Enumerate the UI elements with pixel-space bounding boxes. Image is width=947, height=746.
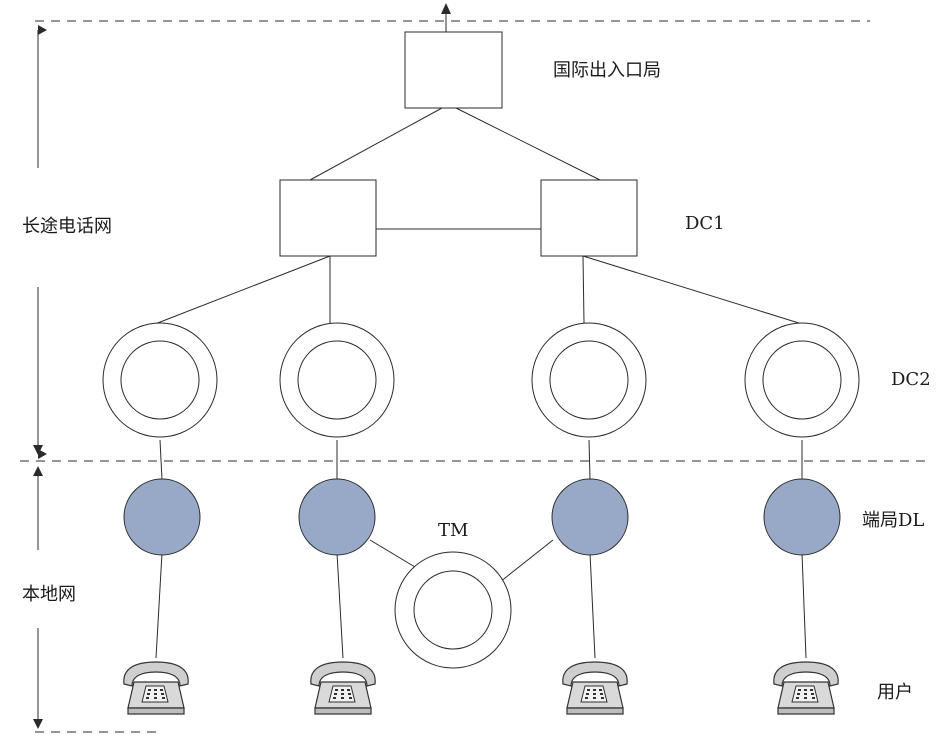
arrowhead-up-icon	[441, 3, 451, 14]
arrowhead-down-icon	[33, 719, 43, 729]
user-label: 用户	[877, 682, 913, 703]
end-office-node-2	[298, 478, 376, 556]
telephone-icon	[562, 661, 628, 715]
telephone-icon	[773, 661, 839, 715]
dc2-node-1-inner	[120, 340, 200, 420]
dc2-to-end-office-link-3	[588, 439, 591, 481]
dc1-label: DC1	[685, 213, 725, 234]
dc1-node-left	[279, 179, 377, 257]
end-office-2-to-tandem-link	[369, 539, 421, 571]
local-network-label: 本地网	[22, 584, 76, 605]
end-office-to-user-link-4	[801, 552, 807, 659]
international-gateway-label: 国际出入口局	[553, 60, 661, 81]
dc2-node-2-inner	[297, 340, 377, 420]
tandem-label: TM	[438, 520, 469, 541]
dc2-label: DC2	[891, 369, 931, 390]
dc1-right-to-dc2-4-link	[582, 255, 803, 325]
telephone-icon	[310, 661, 376, 715]
dc1-left-to-dc2-1-link	[154, 255, 331, 325]
dc1-right-to-dc2-3-link	[582, 255, 585, 324]
arrowhead-down-icon	[33, 445, 43, 455]
telephone-icon	[123, 661, 189, 715]
gateway-dc1-right-link	[455, 107, 601, 181]
dc1-node-right	[540, 179, 638, 257]
gateway-dc1-left-link	[309, 107, 443, 181]
long-distance-network-label: 长途电话网	[22, 216, 112, 237]
international-gateway-node	[404, 31, 503, 109]
end-office-node-1	[123, 478, 201, 556]
dc2-node-4-inner	[762, 340, 842, 420]
dc2-to-end-office-link-1	[159, 439, 163, 481]
dc2-node-3-inner	[549, 340, 629, 420]
end-office-to-user-link-2	[336, 552, 344, 659]
end-office-to-user-link-1	[155, 552, 163, 659]
arrowhead-up-icon	[33, 466, 43, 476]
tandem-node-inner	[413, 570, 493, 650]
end-office-to-user-link-3	[589, 552, 596, 659]
end-office-label: 端局DL	[862, 510, 925, 531]
end-office-node-4	[763, 478, 841, 556]
end-office-3-to-tandem-link	[499, 539, 554, 583]
end-office-node-3	[551, 478, 629, 556]
